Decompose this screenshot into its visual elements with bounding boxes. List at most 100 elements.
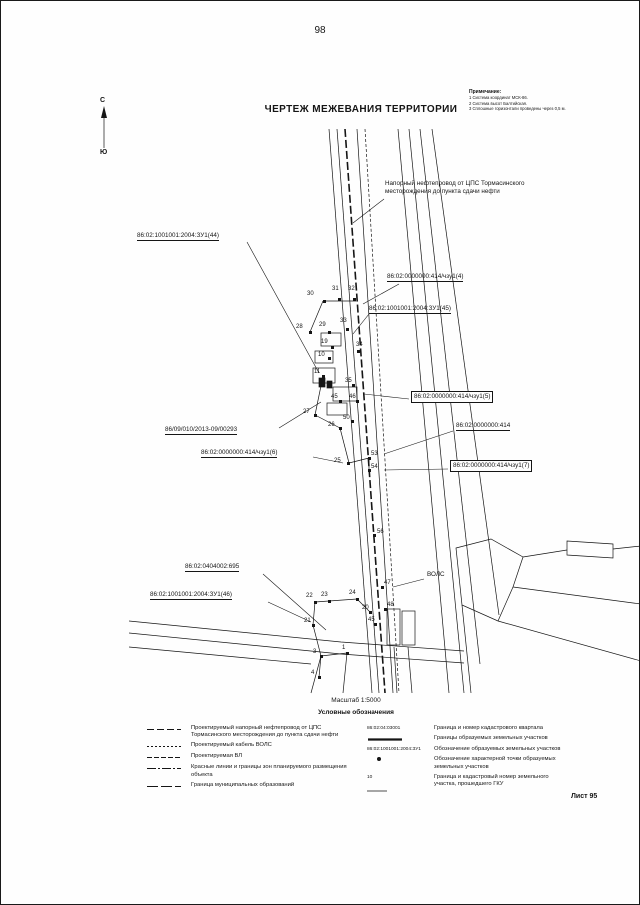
sheet-number: Лист 95 [571, 793, 598, 800]
point-number: 29 [319, 322, 326, 328]
legend-symbol [146, 782, 186, 790]
point-marker [345, 651, 349, 655]
point-marker [317, 675, 321, 679]
page-number: 98 [314, 25, 326, 36]
point-number: 10 [318, 352, 325, 358]
point-marker [338, 426, 342, 430]
scale-label: Масштаб 1:5000 [331, 697, 381, 704]
leader-lines [246, 198, 454, 631]
legend-label: Границы образуемых земельных участков [434, 735, 548, 742]
point-number: 23 [321, 592, 328, 598]
cadastral-label: Напорный нефтепровод от ЦПС Тормасинског… [385, 180, 525, 195]
point-marker [351, 383, 355, 387]
point-number: 25 [334, 458, 341, 464]
point-marker [383, 607, 387, 611]
point-marker [327, 599, 331, 603]
cadastral-label: 86:02:0000000:414/чзу1(4) [387, 273, 464, 282]
legend-item: Проектируемый напорный нефтепровод от ЦП… [146, 725, 361, 739]
point-marker [368, 610, 372, 614]
legend-item: Красные линии и границы зон планируемого… [146, 764, 361, 778]
point-marker [319, 654, 323, 658]
point-number: 56 [377, 529, 384, 535]
point-number: 3 [313, 649, 317, 655]
point-marker [313, 413, 317, 417]
point-number: 31 [332, 286, 339, 292]
legend-label: Красные линии и границы зон планируемого… [191, 764, 347, 778]
legend-item: Проектируемая ВЛ [146, 753, 361, 761]
legend-item: Проектируемый кабель ВОЛС [146, 742, 361, 750]
point-number: 28 [296, 324, 303, 330]
point-marker [337, 297, 341, 301]
legend-label: Граница и номер кадастрового квартала [434, 725, 544, 731]
north-arrow-icon [101, 106, 107, 148]
notes-lines: 1 Система координат МСК-86.2 Система выс… [469, 95, 619, 112]
point-marker [352, 297, 356, 301]
right-parcel-polygon [455, 538, 639, 694]
legend-symbol: 86:02:1001001:2004:ЗУ1 [367, 747, 421, 753]
legend-symbol [146, 764, 186, 772]
point-number: 26 [328, 422, 335, 428]
point-marker [330, 345, 334, 349]
point-marker [350, 419, 354, 423]
point-marker [313, 600, 317, 604]
cadastral-label: 86:02:1001001:2004:ЗУ1(46) [150, 591, 232, 600]
cadastral-label: 86:02:0000000:414 [456, 422, 511, 431]
cadastral-label: 86/09/010/2013-09/00293 [165, 426, 238, 435]
point-marker [355, 399, 359, 403]
point-number: 4 [311, 670, 315, 676]
cadastral-label: 86:02:0404002:695 [185, 563, 240, 572]
point-number: 32 [348, 286, 355, 292]
point-number: 46 [349, 394, 356, 400]
cadastral-label: ВОЛС [427, 571, 445, 578]
cadastral-label: 86:02:1001001:2004:ЗУ1(44) [137, 232, 219, 241]
point-number: 54 [371, 464, 378, 470]
point-marker [373, 622, 377, 626]
legend-symbol [367, 756, 429, 762]
point-dot-icon [377, 757, 381, 762]
point-number: 45 [368, 617, 375, 623]
note-line: 1 Система координат МСК-86. [469, 95, 528, 100]
corridor-lines [328, 128, 400, 694]
legend-label: Граница муниципальных образований [191, 781, 295, 788]
point-number: 27 [303, 409, 310, 415]
point-marker [367, 456, 371, 460]
legend-symbol [367, 735, 429, 743]
point-marker [322, 299, 326, 303]
legend-label: Обозначение образуемых земельных участко… [434, 746, 561, 753]
legend-column-left: Проектируемый напорный нефтепровод от ЦП… [146, 725, 361, 793]
legend-label: Обозначение характерной точки образуемых… [434, 756, 556, 770]
point-marker [346, 461, 350, 465]
legend-item: Обозначение характерной точки образуемых… [367, 756, 625, 770]
legend-item: Границы образуемых земельных участков [367, 735, 625, 743]
point-number: 24 [349, 590, 356, 596]
legend-title: Условные обозначения [318, 709, 394, 716]
point-marker [327, 356, 331, 360]
point-marker [367, 468, 371, 472]
cadastral-label: 86:02:0000000:414/чзу1(6) [201, 449, 278, 458]
point-number: 1 [342, 645, 346, 651]
point-number: 50 [343, 415, 350, 421]
legend-symbol [146, 742, 186, 750]
municipal-boundary-lines [128, 620, 465, 665]
drawing-title: ЧЕРТЕЖ МЕЖЕВАНИЯ ТЕРРИТОРИИ [264, 104, 458, 115]
point-marker [311, 623, 315, 627]
point-marker [338, 399, 342, 403]
point-number: 30 [307, 291, 314, 297]
point-marker [380, 585, 384, 589]
point-marker [355, 597, 359, 601]
legend-symbol [146, 753, 186, 761]
point-number: 34 [356, 342, 363, 348]
north-label: С [100, 97, 106, 104]
note-line: 2 Система высот Балтийская. [469, 100, 528, 106]
legend-label: Проектируемый напорный нефтепровод от ЦП… [191, 725, 339, 739]
right-corridor-lines [397, 128, 500, 694]
legend-item: Граница муниципальных образований [146, 782, 361, 790]
point-number: 48 [387, 602, 394, 608]
point-number: 19 [321, 339, 328, 345]
